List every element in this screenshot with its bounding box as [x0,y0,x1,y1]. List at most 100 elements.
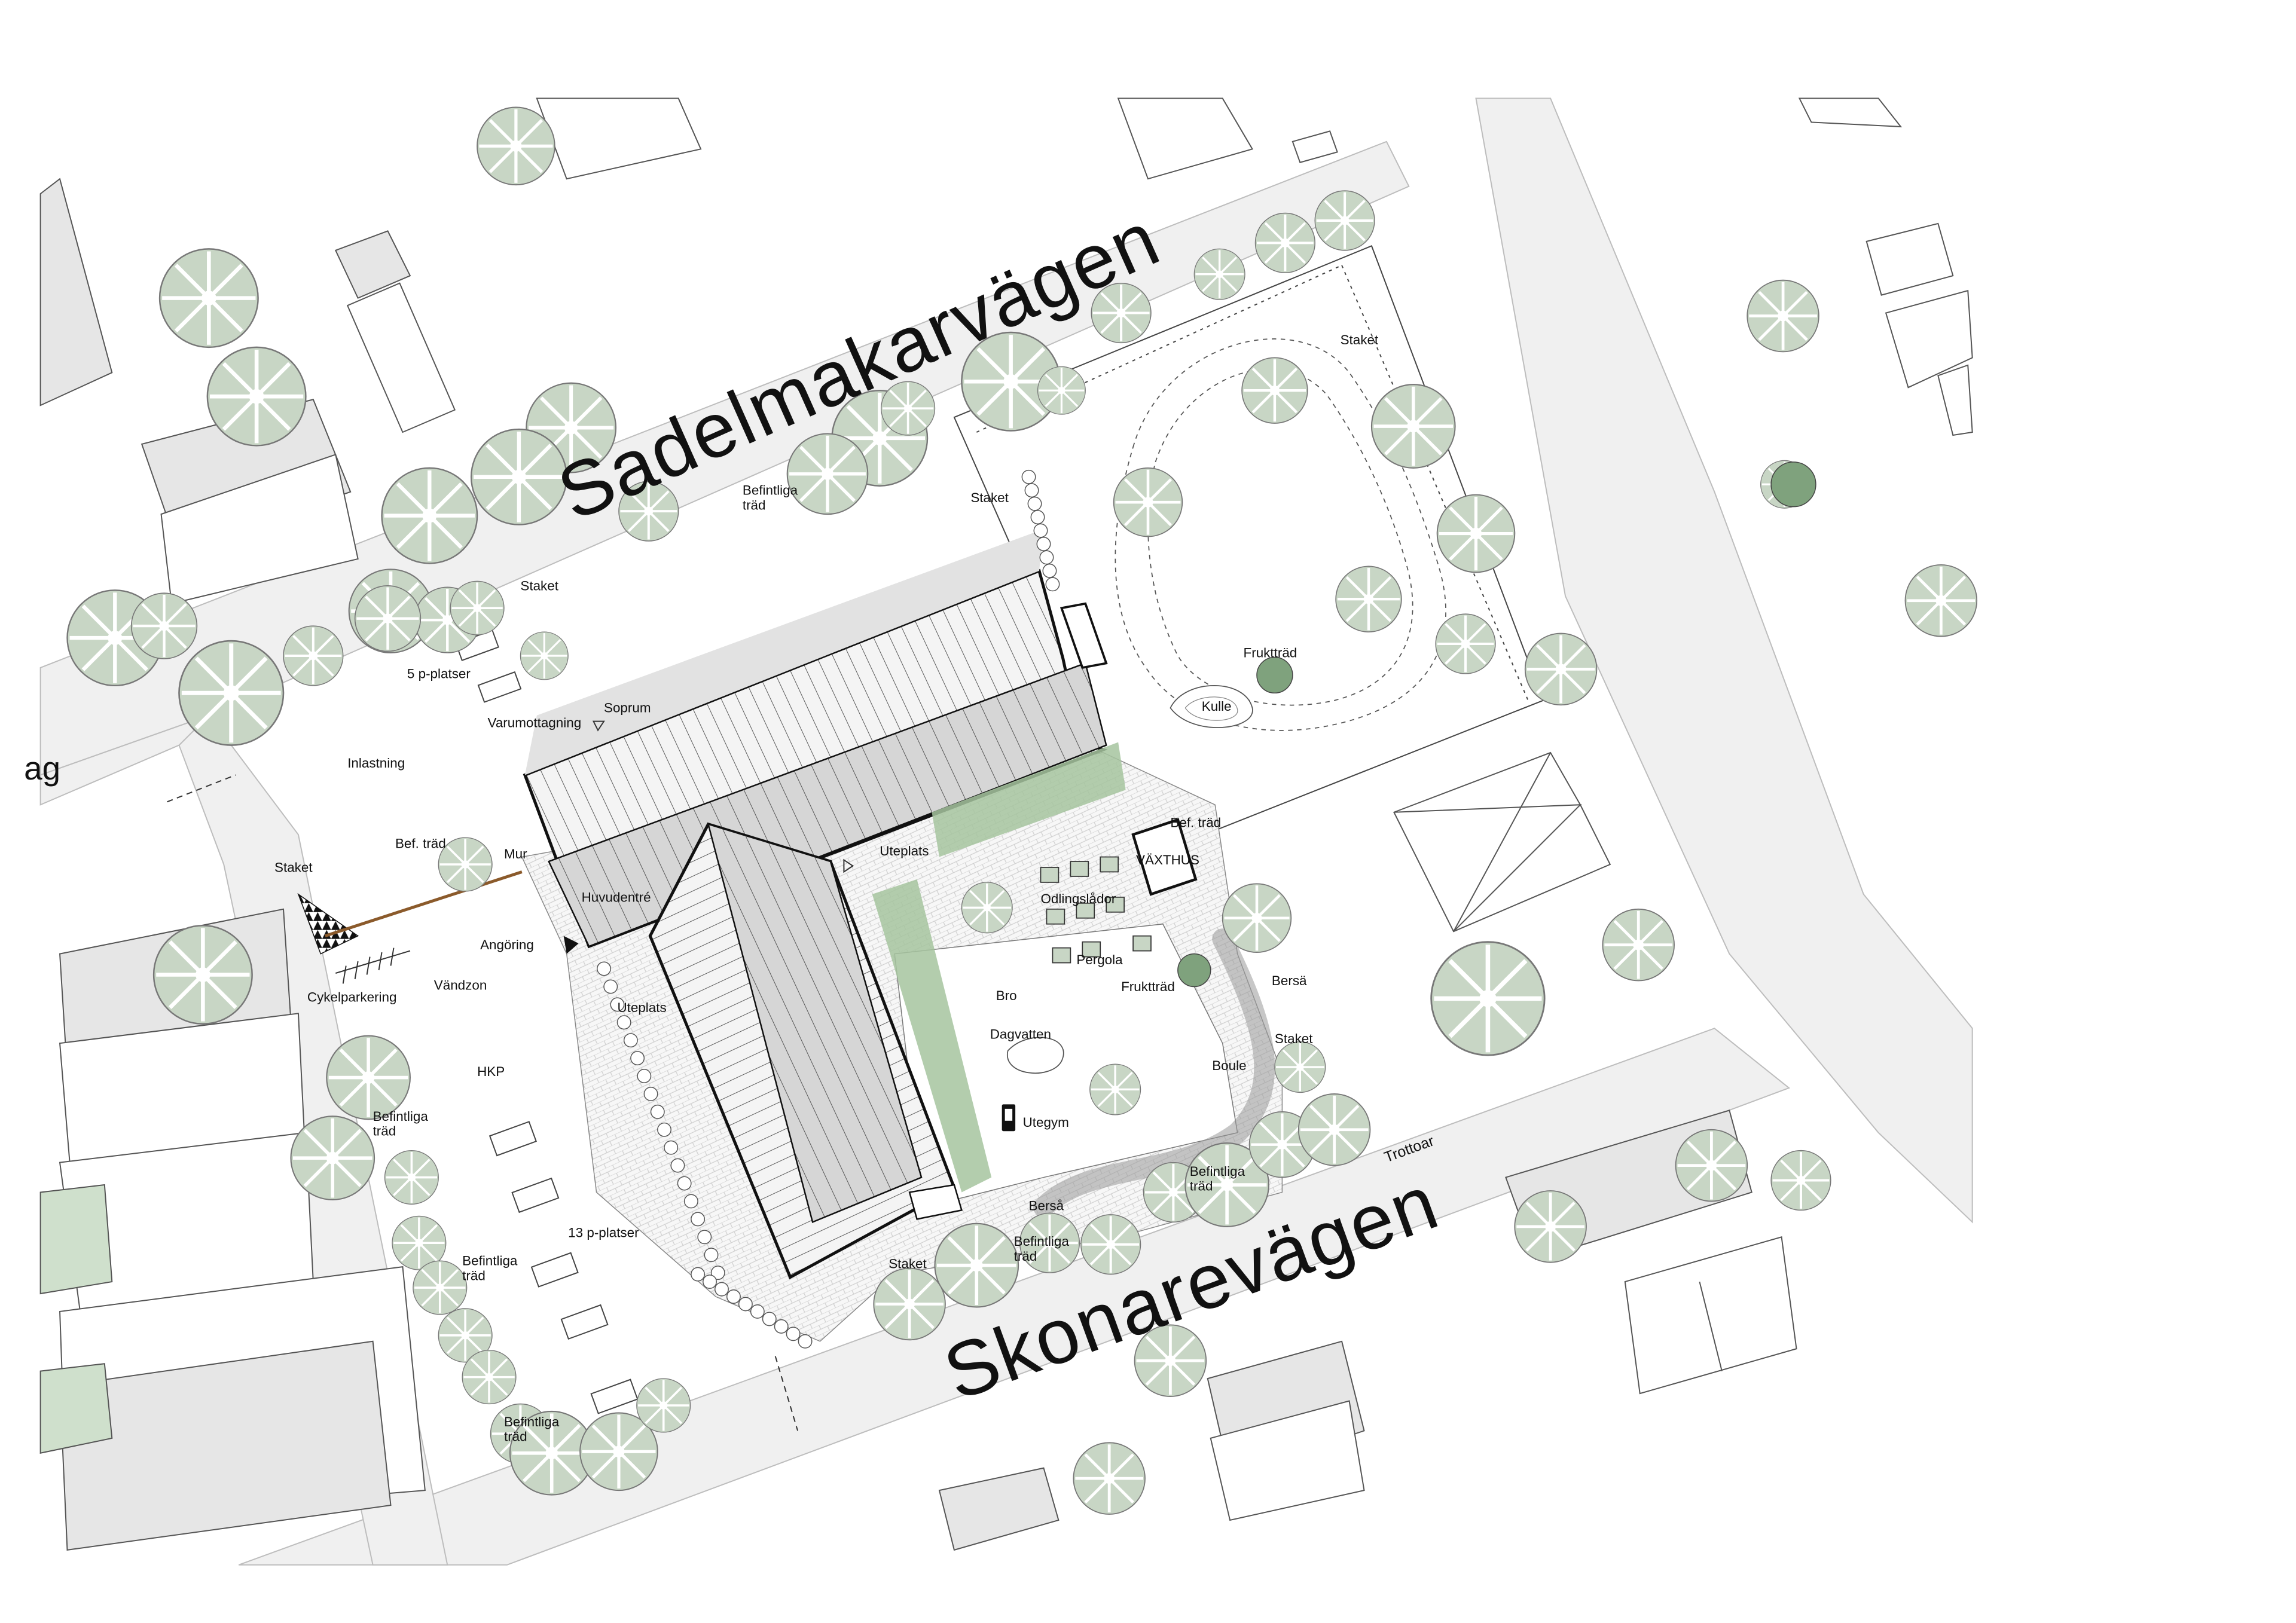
shrub-icon [750,1304,765,1319]
shrub-icon [703,1274,717,1289]
tree-icon [520,632,568,680]
shrub-icon [643,1086,658,1101]
label-huvudentre: Huvudentré [582,890,651,904]
label-13-p-platser: 13 p-platser [568,1225,639,1240]
parking-13 [488,1121,639,1414]
shrub-icon [710,1266,725,1280]
label-bersa-2: Berså [1029,1198,1064,1213]
label-fruktrad-1: Fruktträd [1244,645,1297,660]
label-pergola: Pergola [1076,952,1123,967]
tree-icon [935,1224,1018,1307]
shrub-icon [1024,483,1039,498]
dagvatten-pond [1007,1037,1064,1074]
tree-icon [874,1269,945,1340]
varumottagning-marker [592,720,605,732]
label-odlingslador: Odlingslådor [1040,891,1116,906]
tree-icon [450,581,504,635]
label-bef-trad-2: Bef. träd [1170,815,1221,830]
tree-icon [1194,249,1245,299]
shrub-icon [677,1176,692,1191]
shrub-icon [704,1248,719,1263]
label-dagvatten: Dagvatten [990,1027,1051,1042]
shrub-icon [774,1319,789,1334]
triangle-hatch-area [297,893,359,955]
label-uteplats-2: Uteplats [880,843,929,858]
shrub-icon [597,961,611,976]
main-building [523,529,1126,1280]
tree-icon [1906,565,1977,637]
label-fruktrad-2: Fruktträd [1121,979,1175,994]
shrub-icon [610,997,625,1012]
label-mur: Mur [504,846,527,861]
tree-icon [1437,495,1515,573]
tree-icon [1336,566,1402,632]
label-utegym: Utegym [1023,1115,1069,1130]
label-hkp: HKP [477,1064,505,1079]
uteplats-marker [843,858,854,873]
entrance-triangle [563,936,579,954]
shrub-icon [1033,523,1048,538]
label-staket-3: Staket [1341,332,1379,347]
tree-icon [1114,468,1183,537]
tree-icon [1275,1042,1326,1093]
shrub-icon [616,1015,631,1030]
shrub-icon [650,1104,665,1119]
label-staket-4: Staket [274,860,313,875]
tree-icon [1038,366,1086,414]
tree-icon [471,429,567,525]
mur-wall [325,870,523,938]
label-staket-2: Staket [970,490,1009,505]
label-staket-5: Staket [1275,1031,1313,1046]
boule-path [1033,928,1275,1218]
label-uteplats-1: Uteplats [617,1000,666,1015]
tree-icon [1436,614,1495,674]
tree-icon [382,468,478,564]
tree-icon [477,108,555,185]
tree-icon [637,1379,691,1432]
tree-icon [1223,884,1292,952]
fruit-tree-icon [1256,656,1293,694]
shrub-icon [738,1297,753,1312]
shrub-icon [786,1326,801,1341]
shrub-icon [697,1230,712,1245]
trees [67,108,1977,1514]
shrub-icon [1045,577,1060,592]
tree-icon [462,1350,516,1404]
neighbor-buildings [39,97,1973,1551]
tree-icon [787,433,868,514]
tree-icon [1602,909,1674,981]
parking-5 [455,629,522,703]
park-path [1115,338,1446,731]
label-varumottagning: Varumottagning [488,716,582,730]
kulle-mound [1170,685,1253,728]
shrub-icon [670,1158,685,1173]
tree-icon [1431,942,1544,1055]
label-staket-6: Staket [889,1257,927,1271]
tree-icon [1525,634,1597,705]
tree-icon [1315,191,1375,250]
shrub-icon [1042,563,1057,578]
label-vaxthus: VÄXTHUS [1136,852,1199,867]
label-inlastning: Inlastning [347,756,405,771]
label-soprum: Soprum [604,701,651,716]
shrub-icon [691,1267,706,1282]
tree-icon [438,838,492,891]
direction-arrows [167,774,799,1431]
tree-icon [413,1261,467,1315]
tree-icon [326,1036,410,1120]
shrub-icon [715,1282,729,1297]
tree-icon [1090,1064,1141,1115]
tree-icon [283,626,343,686]
label-cykelparkering: Cykelparkering [307,989,397,1004]
tree-icon [1256,213,1315,273]
label-angoring: Angöring [480,937,534,952]
tree-icon [1242,357,1308,423]
tree-icon [1747,280,1819,352]
tree-icon [961,882,1012,933]
label-boule: Boule [1212,1058,1246,1073]
shrub-icon [1021,469,1036,484]
